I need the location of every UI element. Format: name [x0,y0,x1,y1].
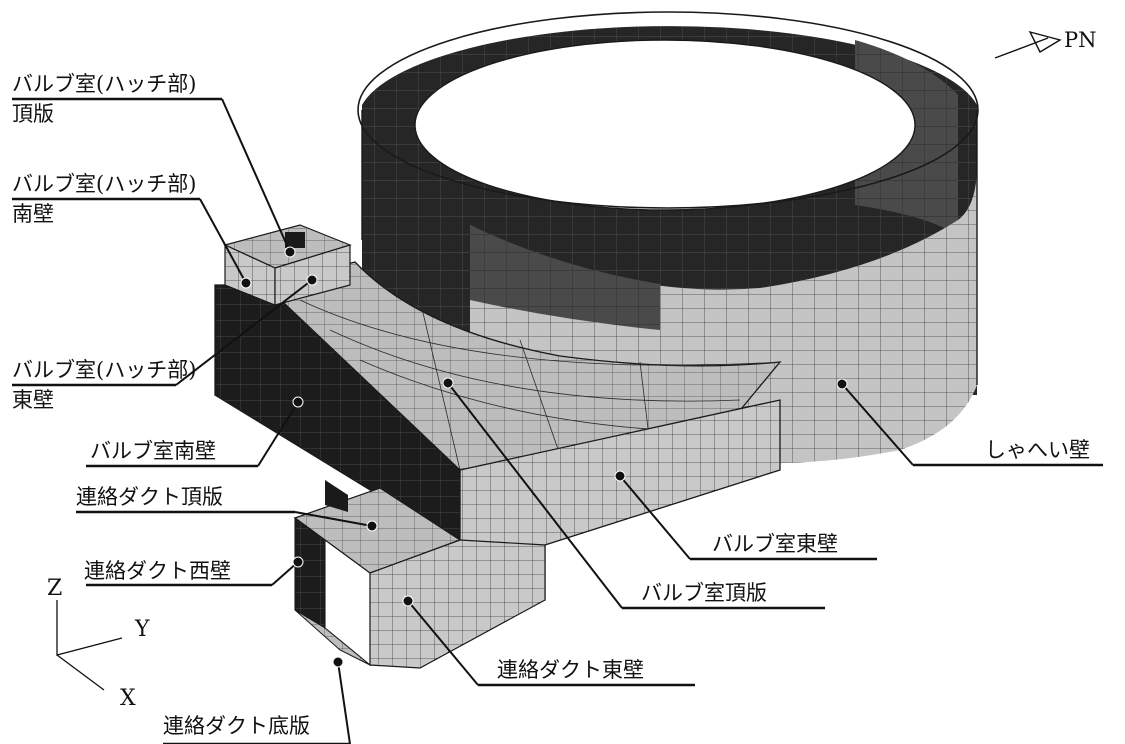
x-axis-label: X [120,686,136,711]
marker-valve-top [442,377,454,389]
marker-dots [240,246,848,668]
label-duct-west-wall: 連絡ダクト西壁 [84,559,231,583]
marker-duct-bottom [332,656,344,668]
marker-hatch-top [284,246,296,258]
marker-hatch-east [306,274,318,286]
label-hatch-south-line1: バルブ室(ハッチ部) [12,172,196,196]
label-hatch-top-line1: バルブ室(ハッチ部) [12,72,196,96]
north-arrow: PN [994,28,1097,59]
label-hatch-east-line1: バルブ室(ハッチ部) [12,358,196,382]
north-label: PN [1064,28,1097,52]
coordinate-axes: Z Y X [47,576,150,711]
marker-duct-top [366,520,378,532]
callout-labels: バルブ室(ハッチ部) 頂版 バルブ室(ハッチ部) 南壁 バルブ室(ハッチ部) 東… [12,72,1090,738]
marker-shield-wall [836,378,848,390]
label-shield-wall: しゃへい壁 [985,438,1090,462]
marker-duct-east [402,595,414,607]
label-valve-room-south-wall: バルブ室南壁 [90,439,216,463]
label-valve-room-east-wall: バルブ室東壁 [712,532,838,556]
leader-lines [12,97,1103,744]
label-hatch-top-line2: 頂版 [12,102,54,126]
label-hatch-east-line2: 東壁 [12,388,54,412]
shield-wall-cylinder [357,11,979,464]
label-valve-room-top-slab: バルブ室頂版 [641,581,767,605]
y-axis-label: Y [134,617,150,642]
label-duct-east-wall: 連絡ダクト東壁 [497,658,644,682]
label-duct-top-slab: 連絡ダクト頂版 [76,485,223,509]
marker-valve-east [614,470,626,482]
label-hatch-south-line2: 南壁 [12,202,54,226]
connecting-duct [293,480,546,669]
marker-hatch-south [240,277,252,289]
marker-valve-south [292,396,304,408]
marker-duct-west [292,556,304,568]
z-axis-label: Z [47,576,62,601]
label-duct-bottom-slab: 連絡ダクト底版 [163,714,310,738]
